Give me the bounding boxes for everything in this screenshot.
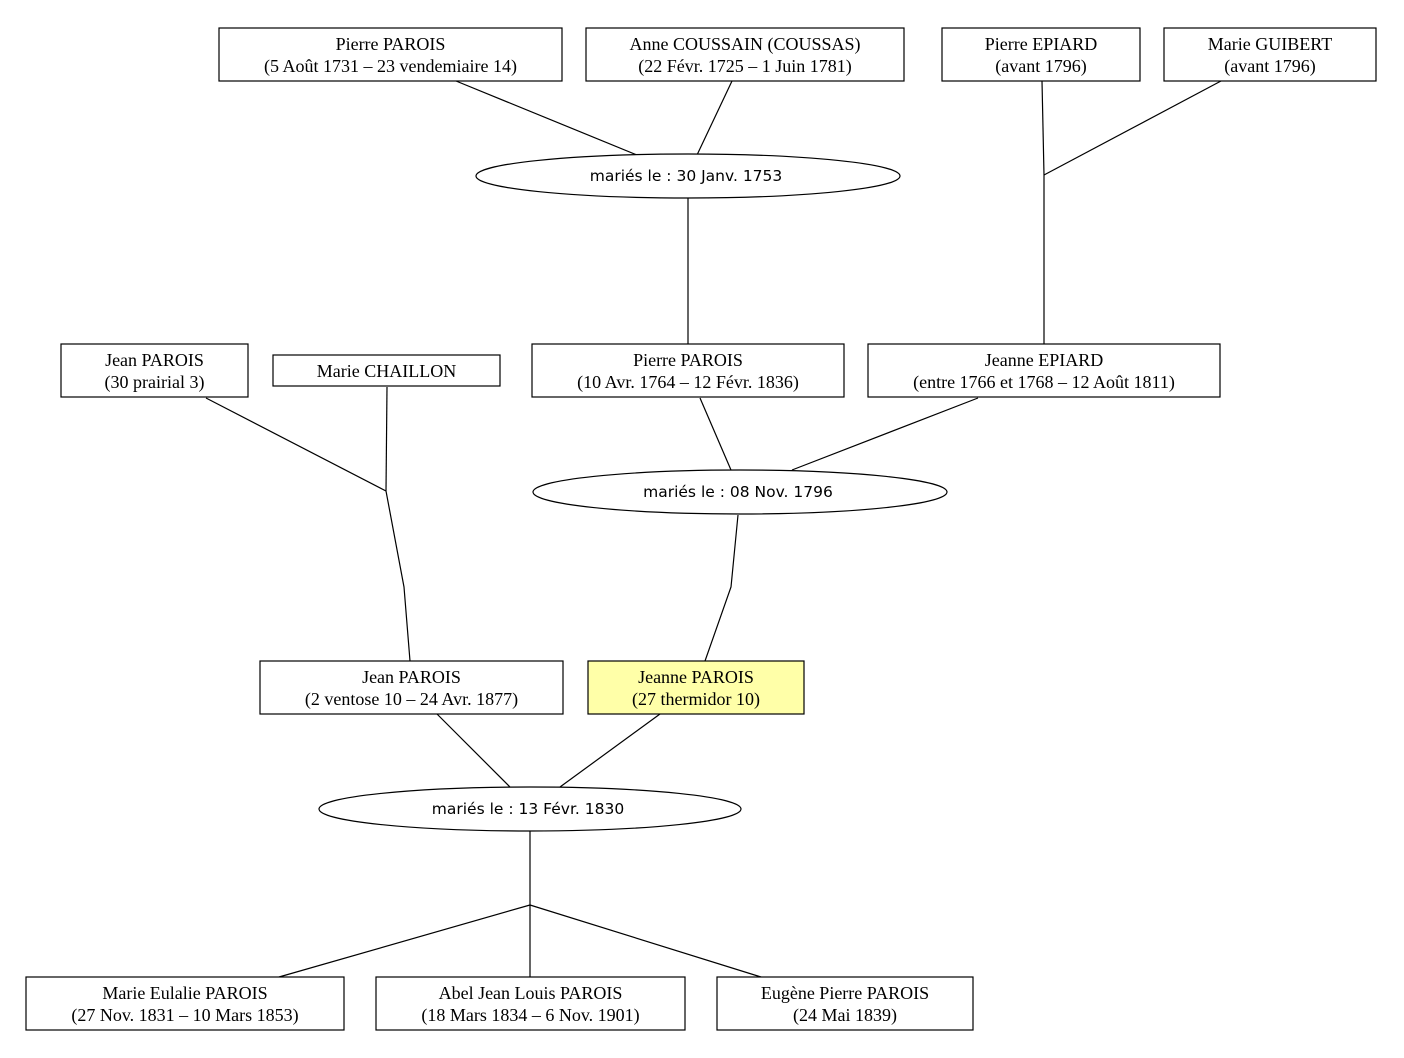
person-name: Abel Jean Louis PAROIS bbox=[439, 983, 623, 1003]
union-label: mariés le : 30 Janv. 1753 bbox=[590, 167, 783, 185]
person-dates: (24 Mai 1839) bbox=[793, 1005, 897, 1026]
person-name: Pierre PAROIS bbox=[633, 350, 743, 370]
person-name: Jeanne PAROIS bbox=[638, 667, 754, 687]
person-name: Jeanne EPIARD bbox=[985, 350, 1103, 370]
union-label: mariés le : 08 Nov. 1796 bbox=[643, 483, 833, 501]
edge-jean-ventose-to-union-1830 bbox=[436, 713, 511, 788]
person-box bbox=[25, 976, 345, 1031]
person-name: Jean PAROIS bbox=[362, 667, 461, 687]
person-dates: (27 Nov. 1831 – 10 Mars 1853) bbox=[71, 1005, 298, 1026]
union-1830: mariés le : 13 Févr. 1830 bbox=[318, 786, 742, 832]
person-pierre-parois-1731: Pierre PAROIS (5 Août 1731 – 23 vendemia… bbox=[218, 27, 563, 82]
person-marie-eulalie-parois: Marie Eulalie PAROIS (27 Nov. 1831 – 10 … bbox=[25, 976, 345, 1031]
edge-chaillon-junction-to-jean-ventose bbox=[385, 490, 411, 662]
union-ellipse bbox=[532, 469, 948, 515]
person-box bbox=[375, 976, 686, 1031]
edge-jean-prairial-to-junction bbox=[205, 397, 387, 492]
person-jean-parois-ventose: Jean PAROIS (2 ventose 10 – 24 Avr. 1877… bbox=[259, 660, 564, 715]
edge-pierre-1731-to-union-1753 bbox=[455, 80, 638, 156]
person-box bbox=[272, 354, 501, 387]
person-box bbox=[585, 27, 905, 82]
edge-junction-to-eugene-pierre bbox=[529, 904, 762, 978]
union-ellipse bbox=[318, 786, 742, 832]
person-pierre-epiard: Pierre EPIARD (avant 1796) bbox=[941, 27, 1141, 82]
person-box bbox=[1163, 27, 1377, 82]
person-dates: (avant 1796) bbox=[1224, 56, 1315, 77]
person-dates: (22 Févr. 1725 – 1 Juin 1781) bbox=[638, 56, 852, 77]
person-abel-jean-louis-parois: Abel Jean Louis PAROIS (18 Mars 1834 – 6… bbox=[375, 976, 686, 1031]
person-pierre-parois-1764: Pierre PAROIS (10 Avr. 1764 – 12 Févr. 1… bbox=[531, 343, 845, 398]
union-ellipse bbox=[475, 153, 901, 199]
person-marie-guibert: Marie GUIBERT (avant 1796) bbox=[1163, 27, 1377, 82]
person-name: Anne COUSSAIN (COUSSAS) bbox=[629, 34, 860, 55]
person-marie-chaillon: Marie CHAILLON bbox=[272, 354, 501, 387]
edge-jeanne-parois-to-union-1830 bbox=[559, 713, 661, 788]
person-jeanne-epiard: Jeanne EPIARD (entre 1766 et 1768 – 12 A… bbox=[867, 343, 1221, 398]
person-dates: (5 Août 1731 – 23 vendemiaire 14) bbox=[264, 56, 517, 77]
person-box bbox=[531, 343, 845, 398]
person-jeanne-parois: Jeanne PAROIS (27 thermidor 10) bbox=[587, 660, 805, 715]
union-1796: mariés le : 08 Nov. 1796 bbox=[532, 469, 948, 515]
person-dates: (avant 1796) bbox=[995, 56, 1086, 77]
person-name: Marie GUIBERT bbox=[1208, 34, 1332, 54]
person-dates: (27 thermidor 10) bbox=[632, 689, 760, 710]
person-name: Marie Eulalie PAROIS bbox=[102, 983, 267, 1003]
person-dates: (entre 1766 et 1768 – 12 Août 1811) bbox=[913, 372, 1175, 393]
person-box bbox=[716, 976, 974, 1031]
person-box bbox=[867, 343, 1221, 398]
person-box bbox=[60, 343, 249, 398]
edge-marie-guibert-to-junction bbox=[1043, 80, 1222, 176]
union-1753: mariés le : 30 Janv. 1753 bbox=[475, 153, 901, 199]
edge-marie-chaillon-to-junction bbox=[385, 386, 388, 492]
tree-edges bbox=[205, 80, 1222, 978]
edge-anne-coussain-to-union-1753 bbox=[696, 80, 733, 156]
edge-pierre-1764-to-union-1796 bbox=[699, 397, 732, 471]
person-dates: (18 Mars 1834 – 6 Nov. 1901) bbox=[421, 1005, 639, 1026]
person-dates: (30 prairial 3) bbox=[105, 372, 205, 393]
person-box bbox=[259, 660, 564, 715]
edge-jeanne-epiard-to-union-1796 bbox=[791, 397, 979, 471]
edge-junction-to-marie-eulalie bbox=[278, 904, 531, 978]
person-name: Pierre EPIARD bbox=[985, 34, 1097, 54]
edge-union-1796-to-jeanne-parois bbox=[704, 514, 739, 662]
edge-pierre-epiard-to-junction bbox=[1041, 80, 1045, 176]
person-box-highlighted bbox=[587, 660, 805, 715]
person-jean-parois-prairial: Jean PAROIS (30 prairial 3) bbox=[60, 343, 249, 398]
person-dates: (10 Avr. 1764 – 12 Févr. 1836) bbox=[577, 372, 799, 393]
person-dates: (2 ventose 10 – 24 Avr. 1877) bbox=[305, 689, 518, 710]
person-name: Jean PAROIS bbox=[105, 350, 204, 370]
person-eugene-pierre-parois: Eugène Pierre PAROIS (24 Mai 1839) bbox=[716, 976, 974, 1031]
union-label: mariés le : 13 Févr. 1830 bbox=[432, 800, 624, 818]
person-name: Eugène Pierre PAROIS bbox=[761, 983, 929, 1003]
person-box bbox=[941, 27, 1141, 82]
person-anne-coussain: Anne COUSSAIN (COUSSAS) (22 Févr. 1725 –… bbox=[585, 27, 905, 82]
person-name: Pierre PAROIS bbox=[336, 34, 446, 54]
person-box bbox=[218, 27, 563, 82]
person-name: Marie CHAILLON bbox=[317, 361, 456, 381]
